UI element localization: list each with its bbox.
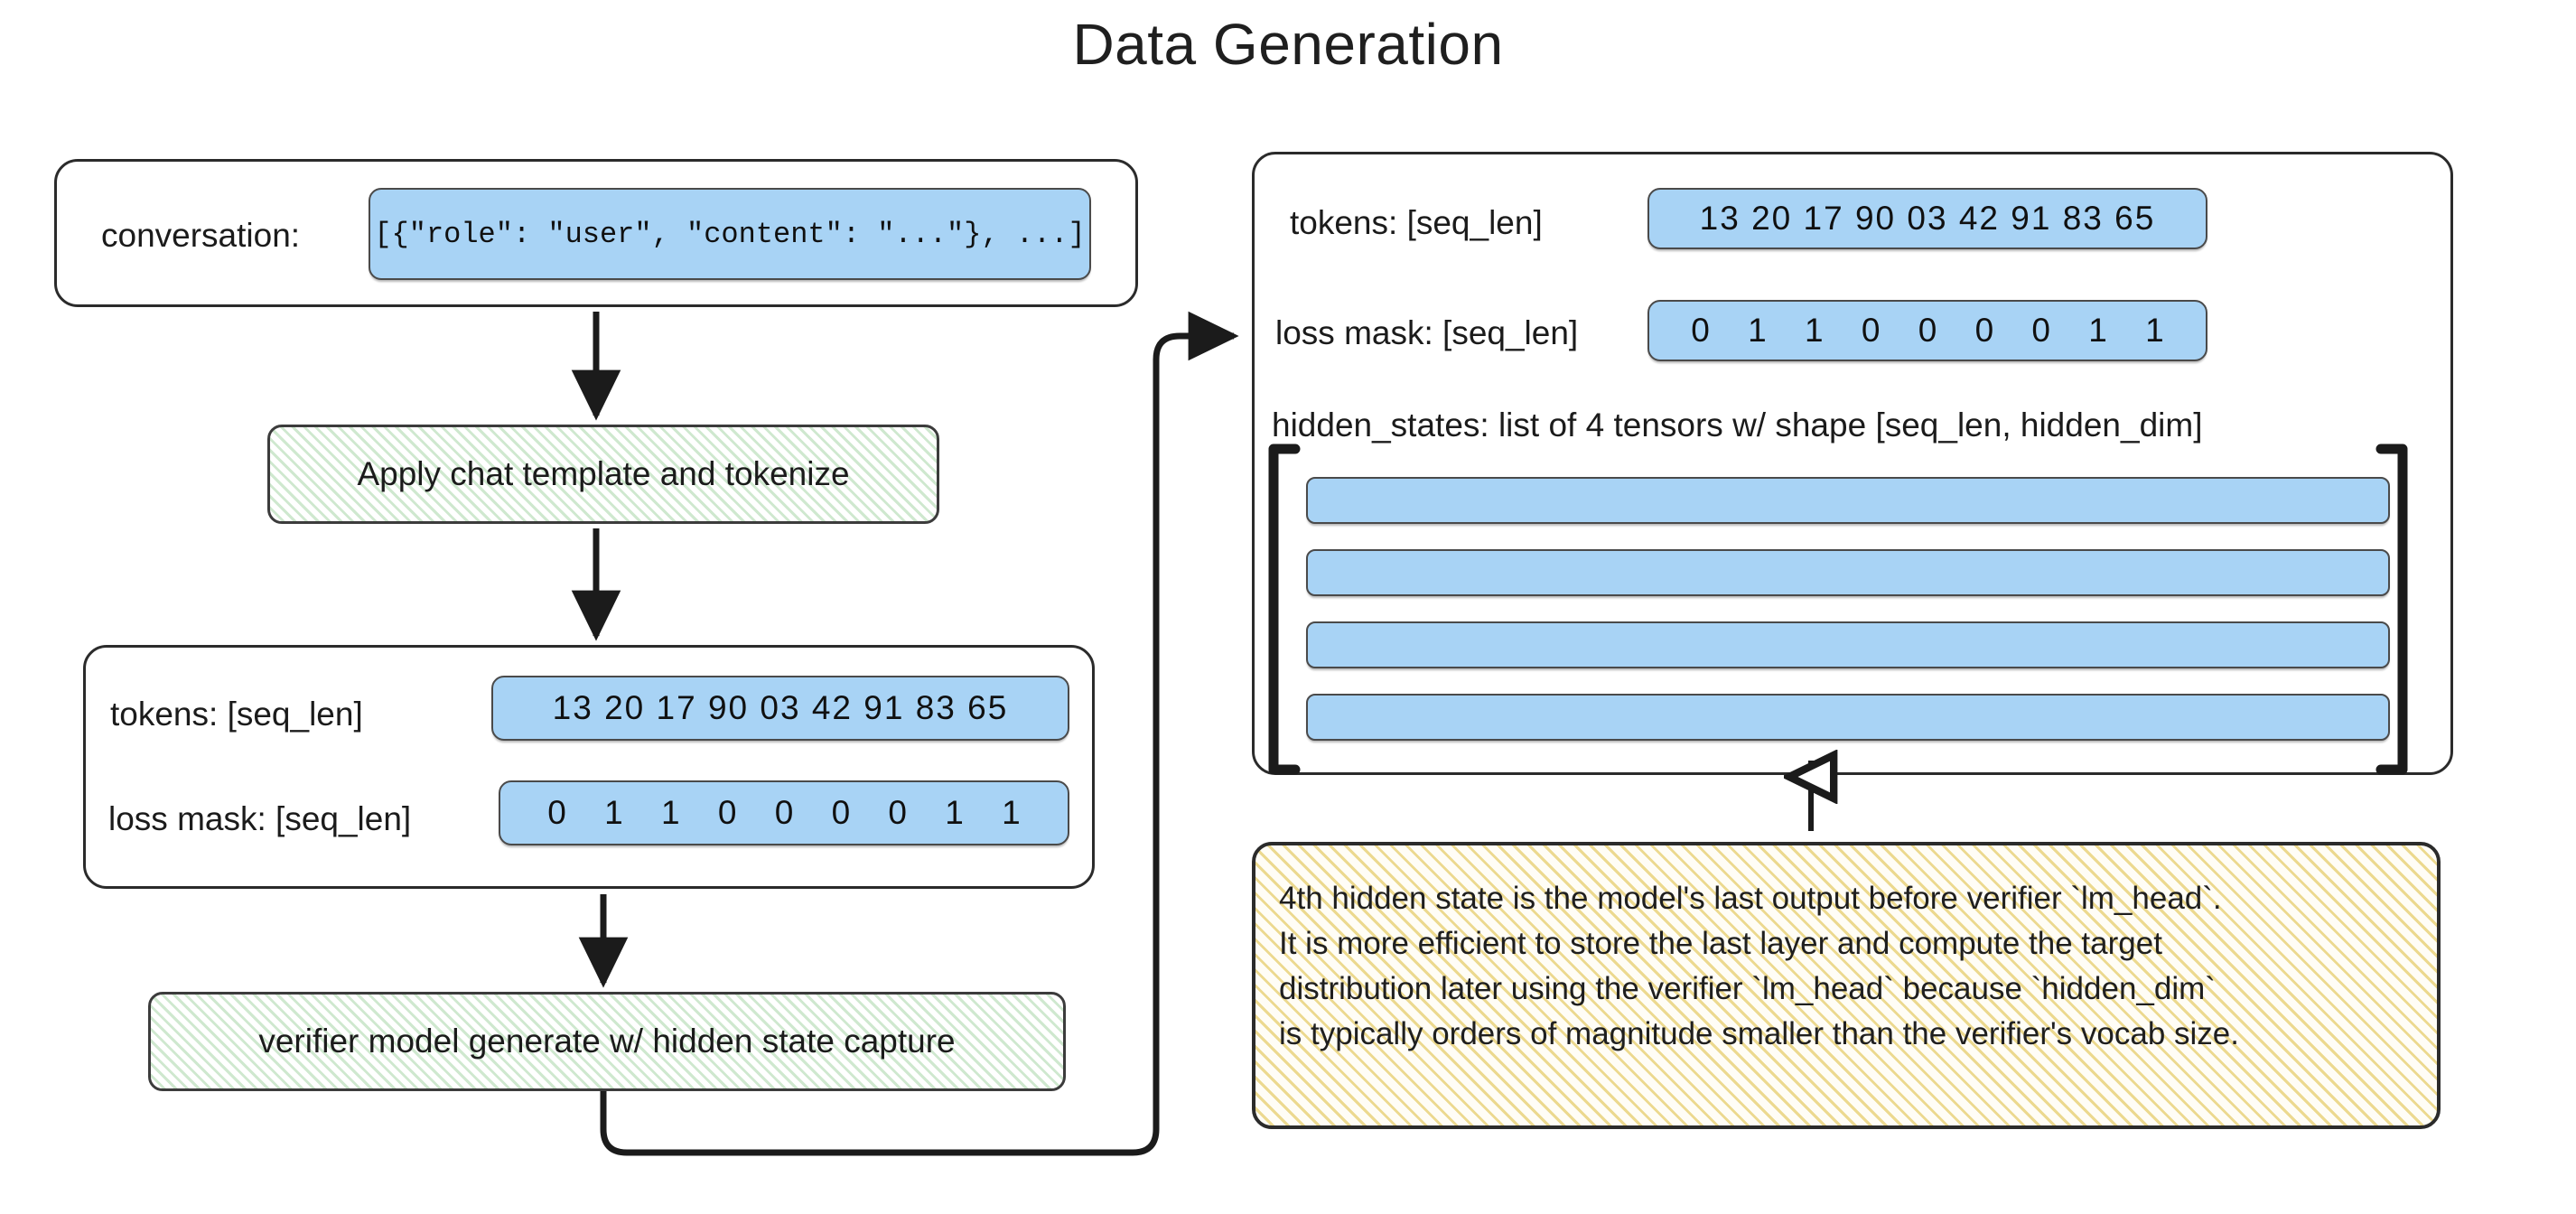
note-line-2: It is more efficient to store the last l… (1279, 926, 2162, 961)
tokens-label: tokens: [seq_len] (110, 696, 363, 733)
note-line-4: is typically orders of magnitude smaller… (1279, 1016, 2239, 1051)
loss-mask-label: loss mask: [seq_len] (108, 800, 412, 837)
conversation-label: conversation: (101, 217, 301, 254)
process-apply-chat-template: Apply chat template and tokenize (267, 425, 939, 524)
note-line-3: distribution later using the verifier `l… (1279, 971, 2216, 1006)
output-loss-mask-value-chip: 0 1 1 0 0 0 0 1 1 (1647, 300, 2207, 361)
process-verifier-generate: verifier model generate w/ hidden state … (148, 992, 1066, 1091)
hidden-state-tensor-4 (1306, 694, 2390, 741)
hidden-states-label: hidden_states: list of 4 tensors w/ shap… (1272, 406, 2203, 444)
hidden-state-tensor-1 (1306, 477, 2390, 524)
page-title: Data Generation (1072, 12, 1504, 77)
output-tokens-label: tokens: [seq_len] (1290, 204, 1543, 241)
output-panel (1252, 152, 2453, 775)
output-loss-mask-label: loss mask: [seq_len] (1275, 314, 1579, 351)
note-line-1: 4th hidden state is the model's last out… (1279, 881, 2222, 916)
hidden-state-tensor-2 (1306, 549, 2390, 596)
tokens-value-chip: 13 20 17 90 03 42 91 83 65 (491, 676, 1069, 741)
conversation-value-chip: [{"role": "user", "content": "..."}, ...… (369, 188, 1091, 280)
loss-mask-value-chip: 0 1 1 0 0 0 0 1 1 (499, 780, 1069, 845)
hidden-state-tensor-3 (1306, 621, 2390, 668)
output-tokens-value-chip: 13 20 17 90 03 42 91 83 65 (1647, 188, 2207, 249)
explanation-note: 4th hidden state is the model's last out… (1252, 842, 2441, 1129)
